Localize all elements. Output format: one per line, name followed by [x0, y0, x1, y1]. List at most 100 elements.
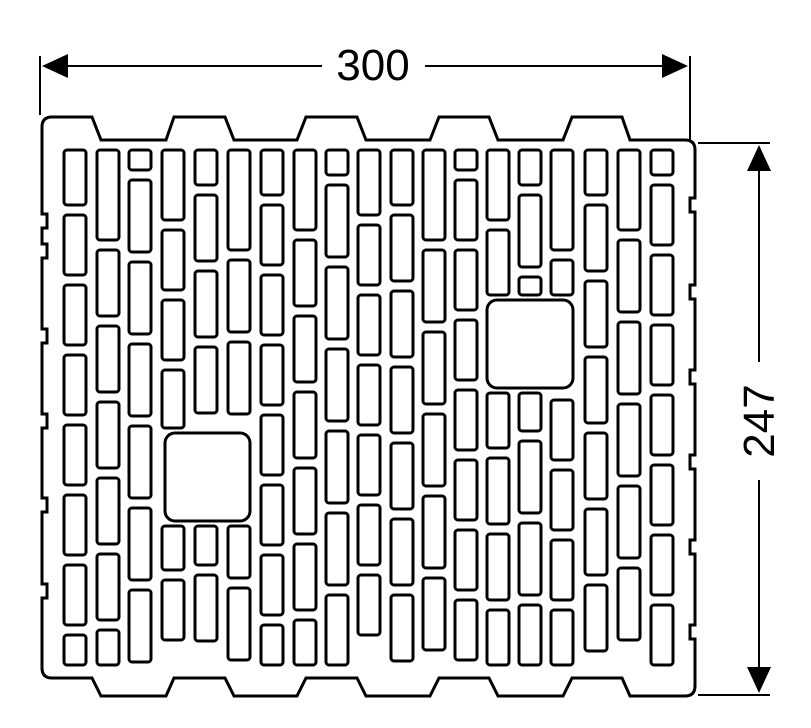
slot-opening	[292, 542, 318, 612]
slot-opening	[453, 388, 479, 452]
square-opening-left	[163, 431, 252, 523]
slot-opening	[324, 265, 350, 341]
slot-opening	[389, 517, 415, 587]
slot-opening	[356, 433, 382, 497]
slot-opening	[292, 148, 318, 232]
slot-opening	[517, 521, 543, 597]
slot-opening	[453, 458, 479, 522]
slot-opening	[421, 148, 447, 242]
height-dimension: 247	[698, 142, 784, 696]
slot-opening	[160, 578, 186, 642]
slot-opening	[453, 528, 479, 592]
slot-opening	[549, 608, 575, 667]
slot-opening	[453, 148, 479, 172]
slot-opening	[193, 345, 219, 415]
height-arrowhead-top	[747, 145, 771, 171]
slot-opening	[292, 314, 318, 384]
slot-opening	[160, 524, 186, 572]
slot-opening	[95, 476, 121, 546]
width-label: 300	[336, 41, 409, 90]
slot-opening	[324, 593, 350, 667]
slot-opening	[549, 468, 575, 532]
slot-opening	[259, 553, 285, 617]
slot-opening	[485, 391, 511, 450]
slot-opening	[453, 248, 479, 312]
slot-opening	[616, 484, 642, 560]
slot-opening	[616, 148, 642, 232]
grate-outline	[40, 115, 697, 698]
slot-opening	[259, 343, 285, 407]
slot-opening	[389, 289, 415, 359]
slot-opening	[356, 293, 382, 357]
slot-opening	[356, 503, 382, 567]
slot-opening	[160, 368, 186, 430]
slot-opening	[549, 258, 575, 297]
slot-opening	[259, 148, 285, 197]
slot-opening	[324, 183, 350, 259]
slot-opening	[356, 363, 382, 427]
slot-opening	[292, 238, 318, 308]
slot-opening	[616, 402, 642, 478]
slot-opening	[356, 223, 382, 287]
slot-opening	[356, 148, 382, 217]
slot-opening	[193, 193, 219, 263]
slot-opening	[485, 456, 511, 526]
slot-opening	[389, 148, 415, 207]
slot-opening	[95, 552, 121, 622]
slot-opening	[517, 148, 543, 187]
slot-opening	[62, 213, 88, 277]
slot-opening	[127, 178, 153, 254]
slot-opening	[62, 283, 88, 347]
slot-opening	[549, 148, 575, 252]
slot-opening	[485, 228, 511, 297]
slot-opening	[62, 423, 88, 487]
slot-opening	[62, 353, 88, 417]
slot-opening	[226, 586, 252, 662]
slot-opening	[616, 238, 642, 314]
height-label: 247	[735, 384, 784, 457]
slot-opening	[583, 203, 609, 273]
slot-opening	[127, 342, 153, 418]
slot-opening	[649, 253, 675, 317]
slot-opening	[95, 324, 121, 394]
slot-opening	[549, 398, 575, 462]
slot-opening	[62, 493, 88, 557]
slot-opening	[649, 183, 675, 247]
slot-opening	[62, 563, 88, 627]
width-dimension: 300	[39, 41, 691, 140]
slot-opening	[160, 298, 186, 362]
slot-opening	[226, 258, 252, 334]
slot-opening	[517, 439, 543, 515]
slot-opening	[485, 532, 511, 602]
slot-opening	[62, 633, 88, 667]
slot-opening	[421, 412, 447, 488]
slot-opening	[389, 593, 415, 663]
slot-opening	[453, 178, 479, 242]
slot-opening	[95, 400, 121, 470]
slot-opening	[549, 538, 575, 602]
slot-opening	[583, 507, 609, 577]
slot-opening	[193, 148, 219, 187]
slot-opening	[226, 524, 252, 580]
slot-opening	[389, 441, 415, 511]
slot-opening	[649, 148, 675, 177]
slot-opening	[649, 603, 675, 667]
slot-opening	[127, 148, 153, 172]
slot-opening	[389, 213, 415, 283]
slot-opening	[324, 511, 350, 587]
slot-opening	[127, 506, 153, 582]
slot-opening	[160, 148, 186, 222]
slot-opening	[421, 248, 447, 324]
slot-opening	[193, 269, 219, 339]
slot-opening	[292, 466, 318, 536]
slot-opening	[517, 193, 543, 269]
slot-opening	[421, 494, 447, 570]
slot-opening	[356, 573, 382, 637]
slot-opening	[649, 463, 675, 527]
slot-opening	[292, 390, 318, 460]
slot-opening	[616, 566, 642, 642]
slot-opening	[127, 260, 153, 336]
slot-opening	[259, 483, 285, 547]
slot-opening	[193, 524, 219, 567]
square-opening-right	[485, 298, 575, 390]
